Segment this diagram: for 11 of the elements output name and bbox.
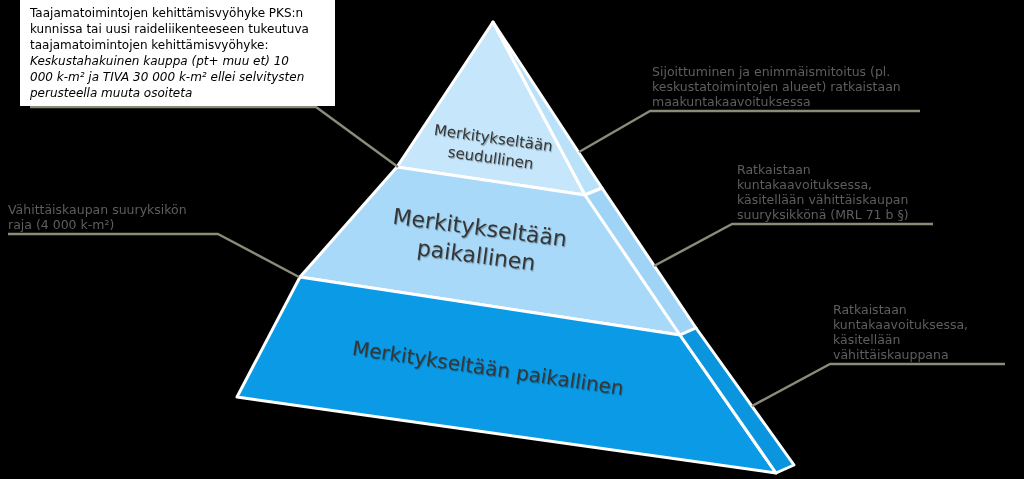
note-box: [20, 0, 335, 106]
note-text: Taajamatoimintojen kehittämisvyöhyke PKS:n kunnissa tai uusi raideliikenteeseen tukeutuva taajamatoimintojen kehittämisvyöhyke: Keskustahakuinen kauppa (pt+ muu et) 10 000 k-m² ja TIVA 30 000 k-m² ellei selvitysten perusteella muuta osoiteta: [30, 5, 310, 101]
leader-line: [8, 232, 300, 279]
callout-text: Ratkaistaan kuntakaavoituksessa, käsitellään vähittäiskauppana: [833, 302, 1005, 362]
leader-line: [30, 105, 399, 168]
leader-line: [653, 222, 933, 268]
callout-text: Sijoittuminen ja enimmäismitoitus (pl. keskustatoimintojen alueet) ratkaistaan maakuntakaavoituksessa: [652, 64, 920, 109]
leader-line: [578, 109, 920, 154]
callout-text: Ratkaistaan kuntakaavoituksessa, käsitellään vähittäiskaupan suuryksikkönä (MRL 71 b §): [737, 162, 933, 222]
callout-text: Vähittäiskaupan suuryksikön raja (4 000 k-m²): [8, 202, 194, 232]
leader-line: [751, 362, 1005, 408]
